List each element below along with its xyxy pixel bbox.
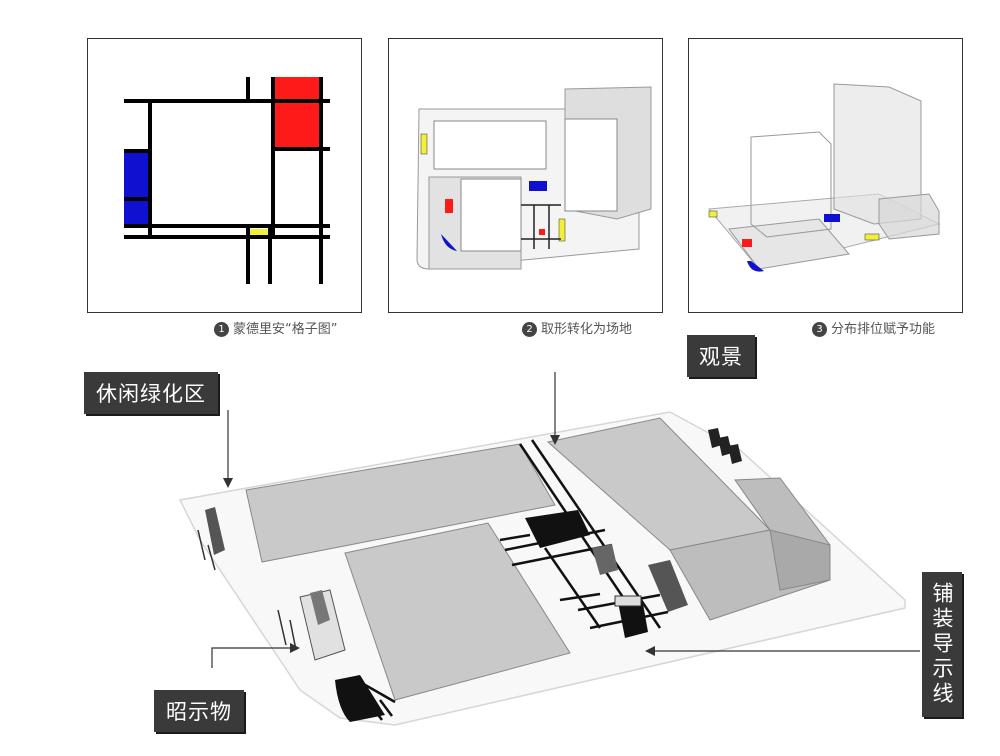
panel-mondrian-grid [87,38,362,313]
function-massing-svg [708,83,941,272]
step-number-1: 1 [214,322,229,337]
function-red-mark [742,239,752,247]
site-plan-svg [416,86,652,270]
function-blue-mark [824,214,840,222]
mondrian-red-block [273,77,321,149]
caption-text-2: 取形转化为场地 [541,322,633,337]
caption-step-3: 3 分布排位赋予功能 [812,318,935,337]
dark-block-large [525,510,590,548]
lawn-block-top [245,443,556,563]
mondrian-yellow-block [248,229,270,237]
panel-function-distribution [688,38,963,313]
caption-text-1: 蒙德里安“格子图” [233,322,338,337]
site-red-mark [445,199,453,213]
mondrian-grid-svg [124,77,330,284]
label-signage: 昭示物 [154,690,244,732]
caption-step-2: 2 取形转化为场地 [522,318,632,337]
label-leisure-green-area: 休闲绿化区 [84,372,218,414]
label-paving-guide-line: 铺装导示线 [922,572,962,717]
step-number-3: 3 [812,322,827,337]
step-number-2: 2 [522,322,537,337]
label-view: 观景 [687,335,755,377]
isometric-site-drawing [178,372,920,726]
site-yellow-mark [420,133,428,155]
mondrian-blue-block [124,151,150,226]
caption-step-1: 1 蒙德里安“格子图” [214,318,337,337]
black-quarter-shape [335,675,385,722]
lawn-block-bottom [344,522,571,701]
site-blue-mark [529,181,547,191]
panel-site-conversion [388,38,663,313]
function-yellow-mark [864,233,880,241]
caption-text-3: 分布排位赋予功能 [831,322,936,337]
